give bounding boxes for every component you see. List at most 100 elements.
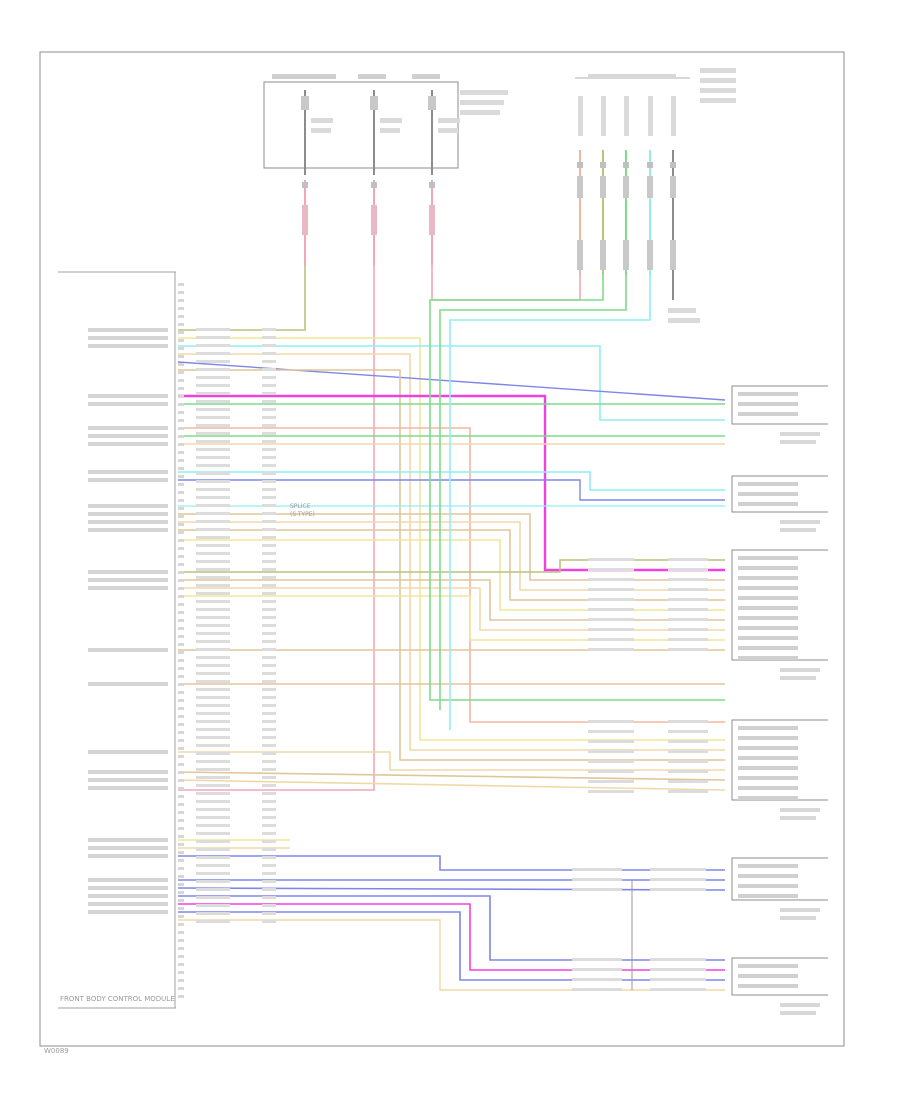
wire-blue-1 (177, 361, 726, 401)
wire-cyan-1 (178, 345, 725, 421)
wire-color-mark (196, 600, 230, 603)
pin-function-mark (88, 586, 168, 590)
wire-gauge-mark (262, 904, 276, 907)
wire-gauge-mark (262, 744, 276, 747)
wire-gauge-mark (262, 416, 276, 419)
pin-function-mark (88, 648, 168, 652)
pin-function-mark (88, 528, 168, 532)
connector-pin-label (738, 492, 798, 496)
wire-gauge-mark (262, 464, 276, 467)
wire-color-mark (668, 568, 708, 571)
fuse-text-mark (311, 118, 333, 123)
wire-color-mark (196, 640, 230, 643)
fuse-text-mark (311, 128, 331, 133)
wire-color-mark (572, 868, 622, 871)
pin-number-mark (178, 875, 184, 878)
wire-color-mark (196, 480, 230, 483)
wire-color-mark (196, 432, 230, 435)
pin-number-mark (178, 443, 184, 446)
pin-number-mark (178, 883, 184, 886)
connector-name-mark (780, 520, 820, 524)
wire-color-mark (196, 896, 230, 899)
wire-gauge-mark (262, 872, 276, 875)
wire-label-mark (302, 205, 308, 235)
wire-color-mark (650, 888, 706, 891)
pin-number-mark (178, 859, 184, 862)
pin-number-mark (178, 939, 184, 942)
wire-cream-4 (178, 587, 725, 631)
pin-number-mark (178, 699, 184, 702)
wire-color-mark (196, 504, 230, 507)
wire-gauge-mark (262, 624, 276, 627)
wire-gauge-mark (262, 504, 276, 507)
wire-color-mark (196, 576, 230, 579)
pin-number-mark (178, 547, 184, 550)
wire-gauge-mark (262, 488, 276, 491)
wire-color-mark (588, 740, 634, 743)
pin-number-mark (178, 475, 184, 478)
wire-blue-2 (178, 479, 725, 501)
wire-color-mark (196, 512, 230, 515)
wire-gauge-mark (262, 512, 276, 515)
connector-pin-label (738, 482, 798, 486)
wire-color-mark (196, 728, 230, 731)
wire-color-mark (196, 424, 230, 427)
connector-name-mark (780, 676, 816, 680)
wire-blue-3 (178, 855, 725, 871)
pin-function-mark (88, 846, 168, 850)
wire-gauge-mark (262, 384, 276, 387)
wire-color-mark (196, 824, 230, 827)
pin-function-mark (88, 520, 168, 524)
pin-function-mark (88, 770, 168, 774)
pin-number-mark (178, 459, 184, 462)
pin-number-mark (178, 651, 184, 654)
wire-color-mark (588, 578, 634, 581)
wire-gauge-mark (262, 456, 276, 459)
wire-color-mark (650, 988, 706, 991)
connector-pin (647, 162, 653, 168)
wire-color-mark (196, 336, 230, 339)
wire-label-mark (600, 240, 606, 270)
wire-color-mark (588, 648, 634, 651)
fuse-note-mark (460, 90, 508, 95)
wire-gauge-mark (262, 480, 276, 483)
wire-color-mark (572, 888, 622, 891)
connector-pin-label (738, 646, 798, 650)
wire-gauge-mark (262, 536, 276, 539)
pin-number-mark (178, 587, 184, 590)
connector-name-mark (780, 908, 820, 912)
pin-number-mark (178, 467, 184, 470)
wire-color-mark (196, 568, 230, 571)
wire-color-mark (650, 868, 706, 871)
module-label: FRONT BODY CONTROL MODULE (60, 995, 175, 1003)
wire-color-mark (650, 968, 706, 971)
wire-green-3 (429, 275, 725, 701)
wire-gauge-mark (262, 472, 276, 475)
pin-number-mark (178, 955, 184, 958)
wire-label-mark (371, 205, 377, 235)
wire-color-mark (196, 672, 230, 675)
wire-color-mark (588, 628, 634, 631)
connector-name-mark (780, 440, 816, 444)
wire-color-mark (196, 712, 230, 715)
pin-function-mark (88, 902, 168, 906)
wire-gauge-mark (262, 800, 276, 803)
wire-color-mark (668, 730, 708, 733)
pin-number-mark (178, 563, 184, 566)
pin-function-mark (88, 478, 168, 482)
wire-color-mark (196, 632, 230, 635)
pin-number-mark (178, 899, 184, 902)
wire-color-mark (572, 958, 622, 961)
wire-gauge-mark (262, 592, 276, 595)
pin-number-mark (178, 915, 184, 918)
wire-color-mark (196, 800, 230, 803)
wire-yellow-1 (178, 337, 725, 741)
wire-gauge-mark (262, 528, 276, 531)
wire-gauge-mark (262, 736, 276, 739)
pin-number-mark (178, 595, 184, 598)
wire-color-mark (196, 392, 230, 395)
wire-fuse-a (178, 265, 306, 331)
wire-gauge-mark (262, 632, 276, 635)
pin-number-mark (178, 795, 184, 798)
wire-color-mark (196, 376, 230, 379)
